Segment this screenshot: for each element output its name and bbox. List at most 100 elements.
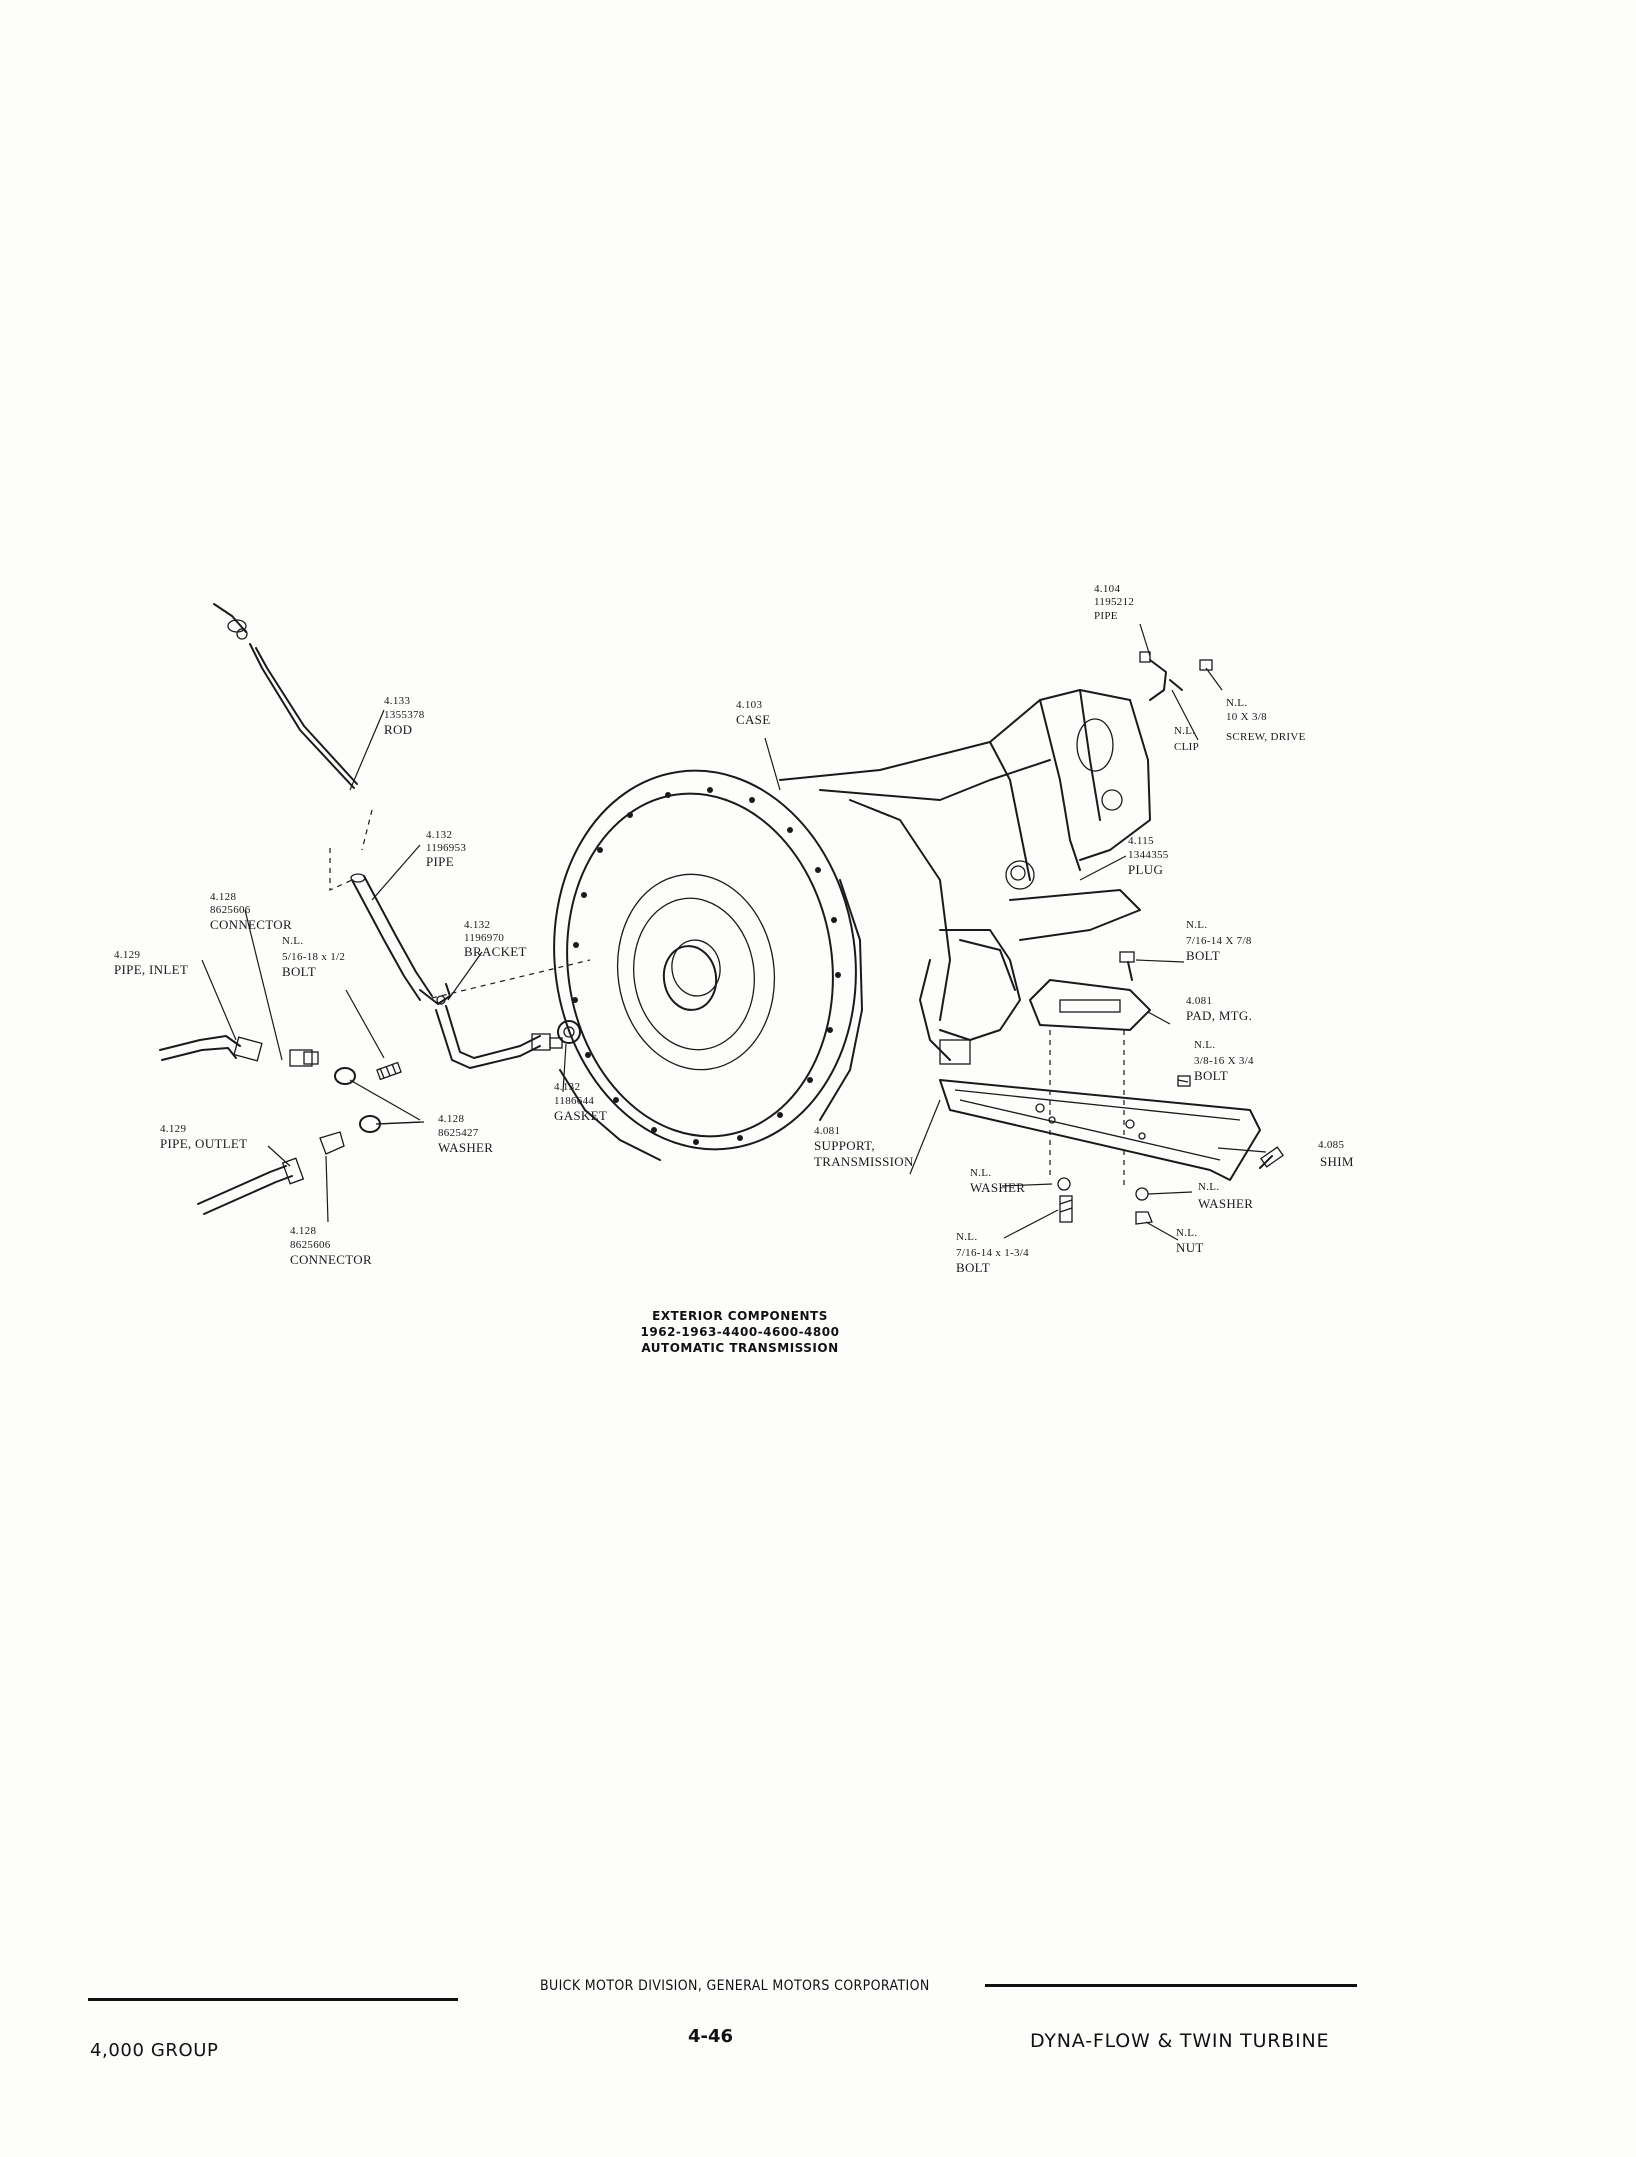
dipstick-rod bbox=[213, 603, 373, 851]
label-washer-left: 4.128 8625427 WASHER bbox=[438, 1113, 493, 1155]
plug-number: 4.115 bbox=[1128, 835, 1154, 847]
label-pad: 4.081 PAD, MTG. bbox=[1186, 995, 1252, 1023]
bolt-right-top-name: BOLT bbox=[1186, 948, 1220, 963]
shim-name: SHIM bbox=[1320, 1154, 1354, 1169]
label-nut: N.L. NUT bbox=[1176, 1227, 1203, 1255]
bolt-right-top-nl: N.L. bbox=[1186, 919, 1207, 931]
washer-mid-name: WASHER bbox=[970, 1180, 1025, 1195]
inlet-pipe-part bbox=[159, 1035, 263, 1062]
gasket-name: GASKET bbox=[554, 1108, 607, 1123]
bracket-name: BRACKET bbox=[464, 944, 527, 959]
case-name: CASE bbox=[736, 712, 770, 727]
clip-nl: N.L. bbox=[1174, 725, 1195, 737]
label-shim: 4.085 SHIM bbox=[1318, 1139, 1354, 1169]
bolt-right-mid-name: BOLT bbox=[1194, 1068, 1228, 1083]
label-plug: 4.115 1344355 PLUG bbox=[1128, 835, 1169, 877]
footer-title: DYNA-FLOW & TWIN TURBINE bbox=[1030, 2030, 1330, 2052]
pipe-mid-part: 1196953 bbox=[426, 842, 466, 854]
clip-name: CLIP bbox=[1174, 741, 1199, 753]
pipe-outlet-name: PIPE, OUTLET bbox=[160, 1136, 247, 1151]
label-bolt-right-mid: N.L. 3/8-16 X 3/4 BOLT bbox=[1194, 1039, 1254, 1083]
transmission-support bbox=[939, 1079, 1261, 1181]
shim-number: 4.085 bbox=[1318, 1139, 1344, 1151]
rod-name: ROD bbox=[384, 722, 412, 737]
connector-bottom-name: CONNECTOR bbox=[290, 1252, 372, 1267]
gasket-number: 4.132 bbox=[554, 1081, 580, 1093]
leader-lines bbox=[201, 623, 1267, 1241]
pipe-bracket bbox=[419, 983, 451, 1005]
bolt-bottom-size: 7/16-14 x 1-3/4 bbox=[956, 1247, 1029, 1259]
rod-part: 1355378 bbox=[384, 709, 425, 721]
cooler-line bbox=[435, 1005, 563, 1069]
pipe-mid-name: PIPE bbox=[426, 854, 454, 869]
label-clip: N.L. CLIP bbox=[1174, 725, 1199, 753]
bolt-left-size: 5/16-18 x 1/2 bbox=[282, 951, 345, 963]
gasket-part: 1186644 bbox=[554, 1095, 594, 1107]
screw-name: SCREW, DRIVE bbox=[1226, 731, 1306, 743]
label-washer-right: N.L. WASHER bbox=[1198, 1181, 1253, 1211]
pad-number: 4.081 bbox=[1186, 995, 1212, 1007]
caption-line1: EXTERIOR COMPONENTS bbox=[652, 1309, 828, 1323]
washer-right-nl: N.L. bbox=[1198, 1181, 1219, 1193]
support-number: 4.081 bbox=[814, 1125, 840, 1137]
pipe-inlet-number: 4.129 bbox=[114, 949, 140, 961]
label-support: 4.081 SUPPORT, TRANSMISSION bbox=[814, 1125, 914, 1169]
nut-nl: N.L. bbox=[1176, 1227, 1197, 1239]
converter-housing bbox=[553, 769, 863, 1161]
washer-left-part: 8625427 bbox=[438, 1127, 479, 1139]
label-bolt-bottom: N.L. 7/16-14 x 1-3/4 BOLT bbox=[956, 1231, 1029, 1275]
label-washer-mid: N.L. WASHER bbox=[970, 1167, 1025, 1195]
pipe-inlet-name: PIPE, INLET bbox=[114, 962, 188, 977]
plug-name: PLUG bbox=[1128, 862, 1163, 877]
label-gasket: 4.132 1186644 GASKET bbox=[554, 1081, 607, 1123]
screw-nl: N.L. bbox=[1226, 697, 1247, 709]
footer-group: 4,000 GROUP bbox=[90, 2040, 219, 2061]
dipstick-pipe bbox=[329, 848, 591, 1001]
left-bolt-part bbox=[376, 1061, 402, 1081]
bolt-left-nl: N.L. bbox=[282, 935, 303, 947]
connector-bottom-part: 8625606 bbox=[290, 1239, 331, 1251]
pipe-mid-number: 4.132 bbox=[426, 829, 452, 841]
plug-part: 1344355 bbox=[1128, 849, 1169, 861]
diagram-caption: EXTERIOR COMPONENTS 1962-1963-4400-4600-… bbox=[641, 1309, 840, 1355]
label-bolt-right-top: N.L. 7/16-14 X 7/8 BOLT bbox=[1186, 919, 1252, 963]
footer-rule-right bbox=[985, 1984, 1357, 1987]
transmission-artwork bbox=[159, 603, 1284, 1241]
label-pipe-mid: 4.132 1196953 PIPE bbox=[426, 829, 466, 869]
support-line2: TRANSMISSION bbox=[814, 1154, 914, 1169]
mounting-pad bbox=[1029, 979, 1151, 1190]
bolt-bottom-nl: N.L. bbox=[956, 1231, 977, 1243]
label-pipe-inlet: 4.129 PIPE, INLET bbox=[114, 949, 188, 977]
label-rod: 4.133 1355378 ROD bbox=[384, 695, 425, 737]
bolt-bottom-name: BOLT bbox=[956, 1260, 990, 1275]
washer-left-name: WASHER bbox=[438, 1140, 493, 1155]
label-pipe-outlet: 4.129 PIPE, OUTLET bbox=[160, 1123, 247, 1151]
bracket-part: 1196970 bbox=[464, 932, 504, 944]
caption-line3: AUTOMATIC TRANSMISSION bbox=[641, 1341, 838, 1355]
label-bolt-left: N.L. 5/16-18 x 1/2 BOLT bbox=[282, 935, 345, 979]
pipe-top-name: PIPE bbox=[1094, 610, 1118, 622]
connector-bottom-number: 4.128 bbox=[290, 1225, 316, 1237]
gasket-ring bbox=[557, 1020, 581, 1044]
pipe-top-part: 1195212 bbox=[1094, 596, 1134, 608]
bracket-number: 4.132 bbox=[464, 919, 490, 931]
bolt-left-name: BOLT bbox=[282, 964, 316, 979]
bolt-right-mid-nl: N.L. bbox=[1194, 1039, 1215, 1051]
footer-rule-left bbox=[88, 1998, 458, 2001]
label-screw-drive: N.L. 10 X 3/8 SCREW, DRIVE bbox=[1226, 697, 1306, 743]
case-number: 4.103 bbox=[736, 699, 762, 711]
screw-size: 10 X 3/8 bbox=[1226, 711, 1267, 723]
connector-parts bbox=[289, 1049, 421, 1133]
caption-line2: 1962-1963-4400-4600-4800 bbox=[641, 1325, 840, 1339]
connector-top-number: 4.128 bbox=[210, 891, 236, 903]
rod-number: 4.133 bbox=[384, 695, 410, 707]
bolt-right-top-size: 7/16-14 X 7/8 bbox=[1186, 935, 1252, 947]
footer-corporation: BUICK MOTOR DIVISION, GENERAL MOTORS COR… bbox=[540, 1978, 930, 1994]
washer-left-number: 4.128 bbox=[438, 1113, 464, 1125]
pad-name: PAD, MTG. bbox=[1186, 1008, 1252, 1023]
label-pipe-top: 4.104 1195212 PIPE bbox=[1094, 583, 1134, 622]
label-connector-bottom: 4.128 8625606 CONNECTOR bbox=[290, 1225, 372, 1267]
label-case: 4.103 CASE bbox=[736, 699, 770, 727]
